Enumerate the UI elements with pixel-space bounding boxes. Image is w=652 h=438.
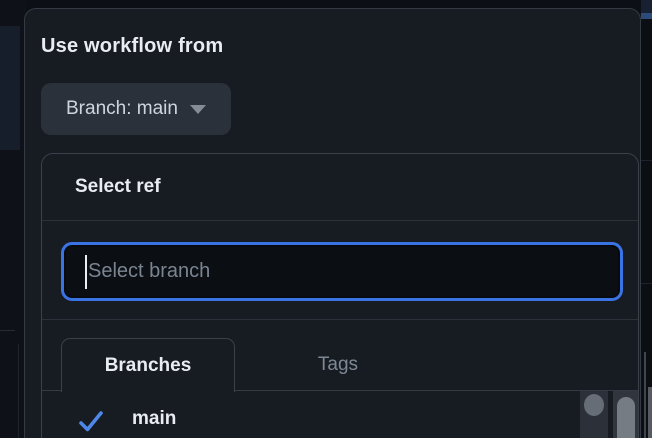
select-ref-header: Select ref: [42, 154, 638, 221]
background-divider: [641, 283, 652, 284]
tabnav-divider: [42, 390, 638, 391]
dialog-heading: Use workflow from: [41, 35, 224, 57]
background-divider: [18, 344, 19, 438]
tab-branches[interactable]: Branches: [61, 338, 235, 392]
caret-down-icon: [189, 104, 206, 114]
check-icon: [79, 411, 103, 432]
branch-selector-button[interactable]: Branch: main: [41, 83, 231, 135]
select-ref-panel: Select ref Branches Tags main: [41, 153, 639, 438]
background-accent: [641, 0, 652, 13]
text-cursor: [85, 255, 87, 289]
select-branch-input[interactable]: [61, 242, 623, 301]
panel-scrollbar-track[interactable]: [613, 391, 638, 438]
ref-filter-section: [42, 221, 638, 320]
branch-selector-label: Branch: main: [66, 98, 178, 119]
tab-tags[interactable]: Tags: [271, 339, 405, 391]
page-background-left: [0, 0, 26, 438]
list-scrollbar-thumb[interactable]: [584, 394, 604, 416]
ref-list-item-main[interactable]: main: [42, 402, 562, 438]
background-divider: [0, 330, 15, 331]
list-scrollbar-track[interactable]: [580, 391, 608, 438]
page-scrollbar-track[interactable]: [644, 352, 646, 438]
page-scrollbar-thumb[interactable]: [648, 387, 652, 438]
tab-branches-label: Branches: [104, 354, 192, 376]
background-divider: [641, 160, 652, 161]
page-background-right: [641, 0, 652, 438]
ref-list-item-label: main: [132, 408, 177, 429]
select-ref-title: Select ref: [75, 176, 161, 197]
background-accent-blue: [641, 13, 652, 19]
background-accent: [0, 26, 20, 150]
panel-scrollbar-thumb[interactable]: [617, 397, 635, 438]
tab-tags-label: Tags: [317, 354, 359, 375]
run-workflow-dropdown: Use workflow from Branch: main Select re…: [24, 8, 641, 438]
